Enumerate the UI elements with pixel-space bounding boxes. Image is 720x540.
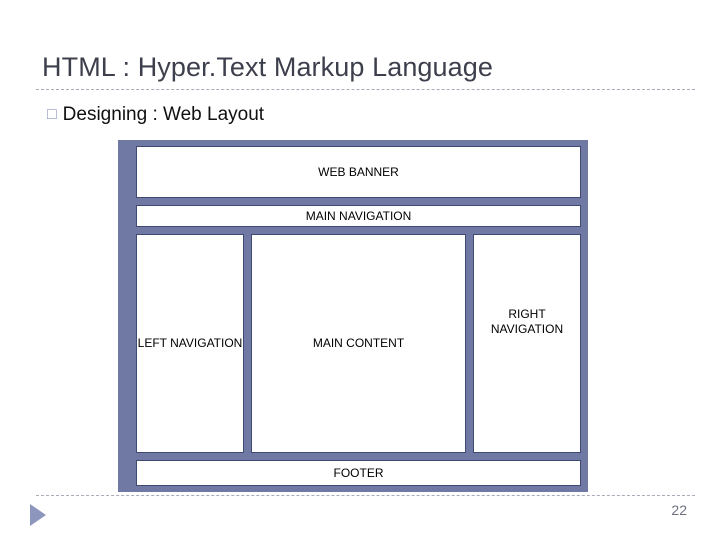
bullet-item-label: Designing : Web Layout [62,104,265,125]
wireframe-label-left-navigation: LEFT NAVIGATION [137,336,243,350]
wireframe-region-left-navigation: LEFT NAVIGATION [136,234,244,453]
page-title: HTML : Hyper.Text Markup Language [42,52,494,82]
wireframe-label-main-content: MAIN CONTENT [312,336,405,350]
hollow-square-bullet-icon: □ [47,106,57,123]
wireframe-region-web-banner: WEB BANNER [136,146,581,198]
wireframe-label-footer: FOOTER [333,465,384,480]
wireframe-region-right-navigation: RIGHT NAVIGATION [473,234,581,453]
footer-divider [36,495,695,496]
bullet-list-item: □ Designing : Web Layout [47,104,264,126]
title-divider [36,89,695,90]
web-layout-wireframe: WEB BANNER MAIN NAVIGATION LEFT NAVIGATI… [118,140,588,492]
wireframe-label-right-navigation: RIGHT NAVIGATION [490,307,564,336]
page-number: 22 [671,502,687,518]
wireframe-label-main-navigation: MAIN NAVIGATION [305,208,412,223]
wireframe-label-web-banner: WEB BANNER [318,164,399,179]
wireframe-region-main-content: MAIN CONTENT [251,234,466,453]
play-triangle-icon[interactable] [30,504,46,526]
wireframe-region-main-navigation: MAIN NAVIGATION [136,205,581,227]
wireframe-middle-row: LEFT NAVIGATION MAIN CONTENT RIGHT NAVIG… [136,234,581,453]
wireframe-region-footer: FOOTER [136,460,581,486]
